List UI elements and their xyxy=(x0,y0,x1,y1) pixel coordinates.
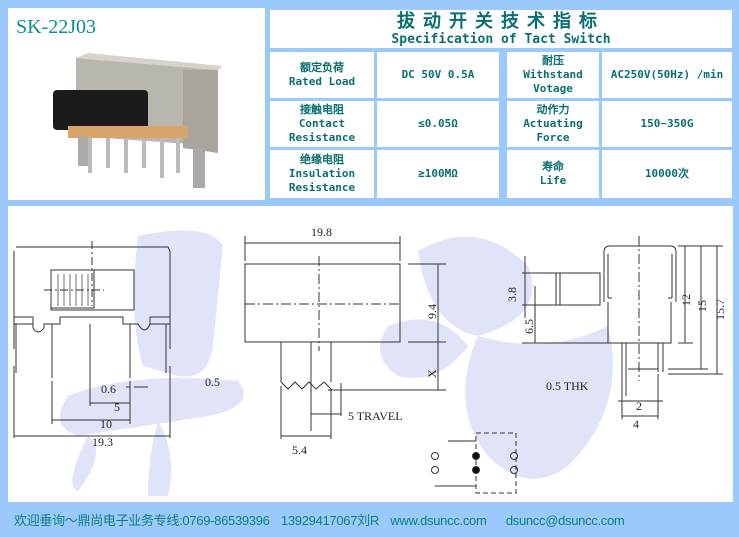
product-photo-panel: SK-22J03 xyxy=(8,8,265,200)
switch-schematic xyxy=(431,432,518,494)
dim-height-9-4: 9.4 xyxy=(425,304,439,319)
label-en: Contact xyxy=(298,117,346,130)
label-en: Withstand xyxy=(523,68,583,81)
dim-4: 4 xyxy=(633,417,639,431)
label-insulation-resistance: 绝缘电阻 Insulation Resistance xyxy=(270,150,374,198)
dim-pitch-10: 10 xyxy=(100,417,112,431)
label-en: Actuating xyxy=(523,117,583,130)
dim-offset-5-4: 5.4 xyxy=(292,443,307,457)
footer-mobile: 13929417067刘R xyxy=(280,513,379,528)
label-cn: 动作力 xyxy=(536,103,570,116)
title-en: Specification of Tact Switch xyxy=(391,31,611,47)
value-contact-resistance: ≤0.05Ω xyxy=(377,101,499,147)
label-en: Resistance xyxy=(288,131,356,144)
front-view xyxy=(13,241,171,438)
label-en: Force xyxy=(536,131,570,144)
contact-footer: 欢迎垂询～鼎尚电子业务专线:0769-86539396 13929417067刘… xyxy=(14,510,632,529)
label-rated-load: 额定负荷 Rated Load xyxy=(270,52,374,98)
value-rated-load: DC 50V 0.5A xyxy=(377,52,499,98)
label-en: Life xyxy=(539,174,567,187)
value-withstand-voltage: AC250V(50Hz) /min xyxy=(602,52,732,98)
dim-x: X xyxy=(425,369,439,378)
label-en: Resistance xyxy=(288,181,356,194)
label-en: Insulation xyxy=(288,167,356,180)
label-cn: 额定负荷 xyxy=(300,61,344,74)
spec-table: 拔动开关技术指标 Specification of Tact Switch 额定… xyxy=(268,8,734,202)
value-life: 10000次 xyxy=(602,150,732,198)
watermark xyxy=(60,230,613,496)
technical-drawing-panel: 0.6 0.5 5 10 19.3 19.8 9.4 X 5 TRAVEL 5.… xyxy=(8,206,733,502)
dim-15-7: 15.7 xyxy=(713,299,727,320)
dim-travel: 5 TRAVEL xyxy=(348,409,403,423)
dim-15: 15 xyxy=(695,300,709,312)
label-contact-resistance: 接触电阻 Contact Resistance xyxy=(270,101,374,147)
dim-6-5: 6.5 xyxy=(522,319,536,334)
dim-12: 12 xyxy=(679,294,693,306)
label-en: Rated Load xyxy=(288,75,356,88)
footer-website[interactable]: www.dsuncc.com xyxy=(390,513,487,528)
label-en: Votage xyxy=(533,82,573,95)
value-actuating-force: 150~350G xyxy=(602,101,732,147)
technical-drawing: 0.6 0.5 5 10 19.3 19.8 9.4 X 5 TRAVEL 5.… xyxy=(13,225,727,496)
top-view xyxy=(244,236,446,439)
dim-3-8: 3.8 xyxy=(505,287,519,302)
label-cn: 寿命 xyxy=(542,160,564,173)
dim-pin-thickness: 0.5 xyxy=(205,375,220,389)
side-view xyxy=(522,236,723,419)
product-photo xyxy=(53,53,223,188)
dim-thk: 0.5 THK xyxy=(546,379,589,393)
dim-width-19-3: 19.3 xyxy=(92,435,113,449)
model-number: SK-22J03 xyxy=(16,16,97,38)
value-insulation-resistance: ≥100MΩ xyxy=(377,150,499,198)
title-cn: 拔动开关技术指标 xyxy=(397,10,605,32)
footer-hotline: 欢迎垂询～鼎尚电子业务专线:0769-86539396 xyxy=(14,513,270,528)
label-withstand-voltage: 耐压 Withstand Votage xyxy=(507,52,599,98)
dim-pitch-5: 5 xyxy=(114,400,120,414)
label-cn: 绝缘电阻 xyxy=(300,153,344,166)
spec-title: 拔动开关技术指标 Specification of Tact Switch xyxy=(270,10,732,48)
label-actuating-force: 动作力 Actuating Force xyxy=(507,101,599,147)
dim-length-19-8: 19.8 xyxy=(311,225,332,239)
label-cn: 耐压 xyxy=(542,54,564,67)
footer-email[interactable]: dsuncc@dsuncc.com xyxy=(505,513,625,528)
dim-pin-width: 0.6 xyxy=(101,382,116,396)
label-life: 寿命 Life xyxy=(507,150,599,198)
dim-2: 2 xyxy=(636,399,642,413)
label-cn: 接触电阻 xyxy=(300,103,344,116)
